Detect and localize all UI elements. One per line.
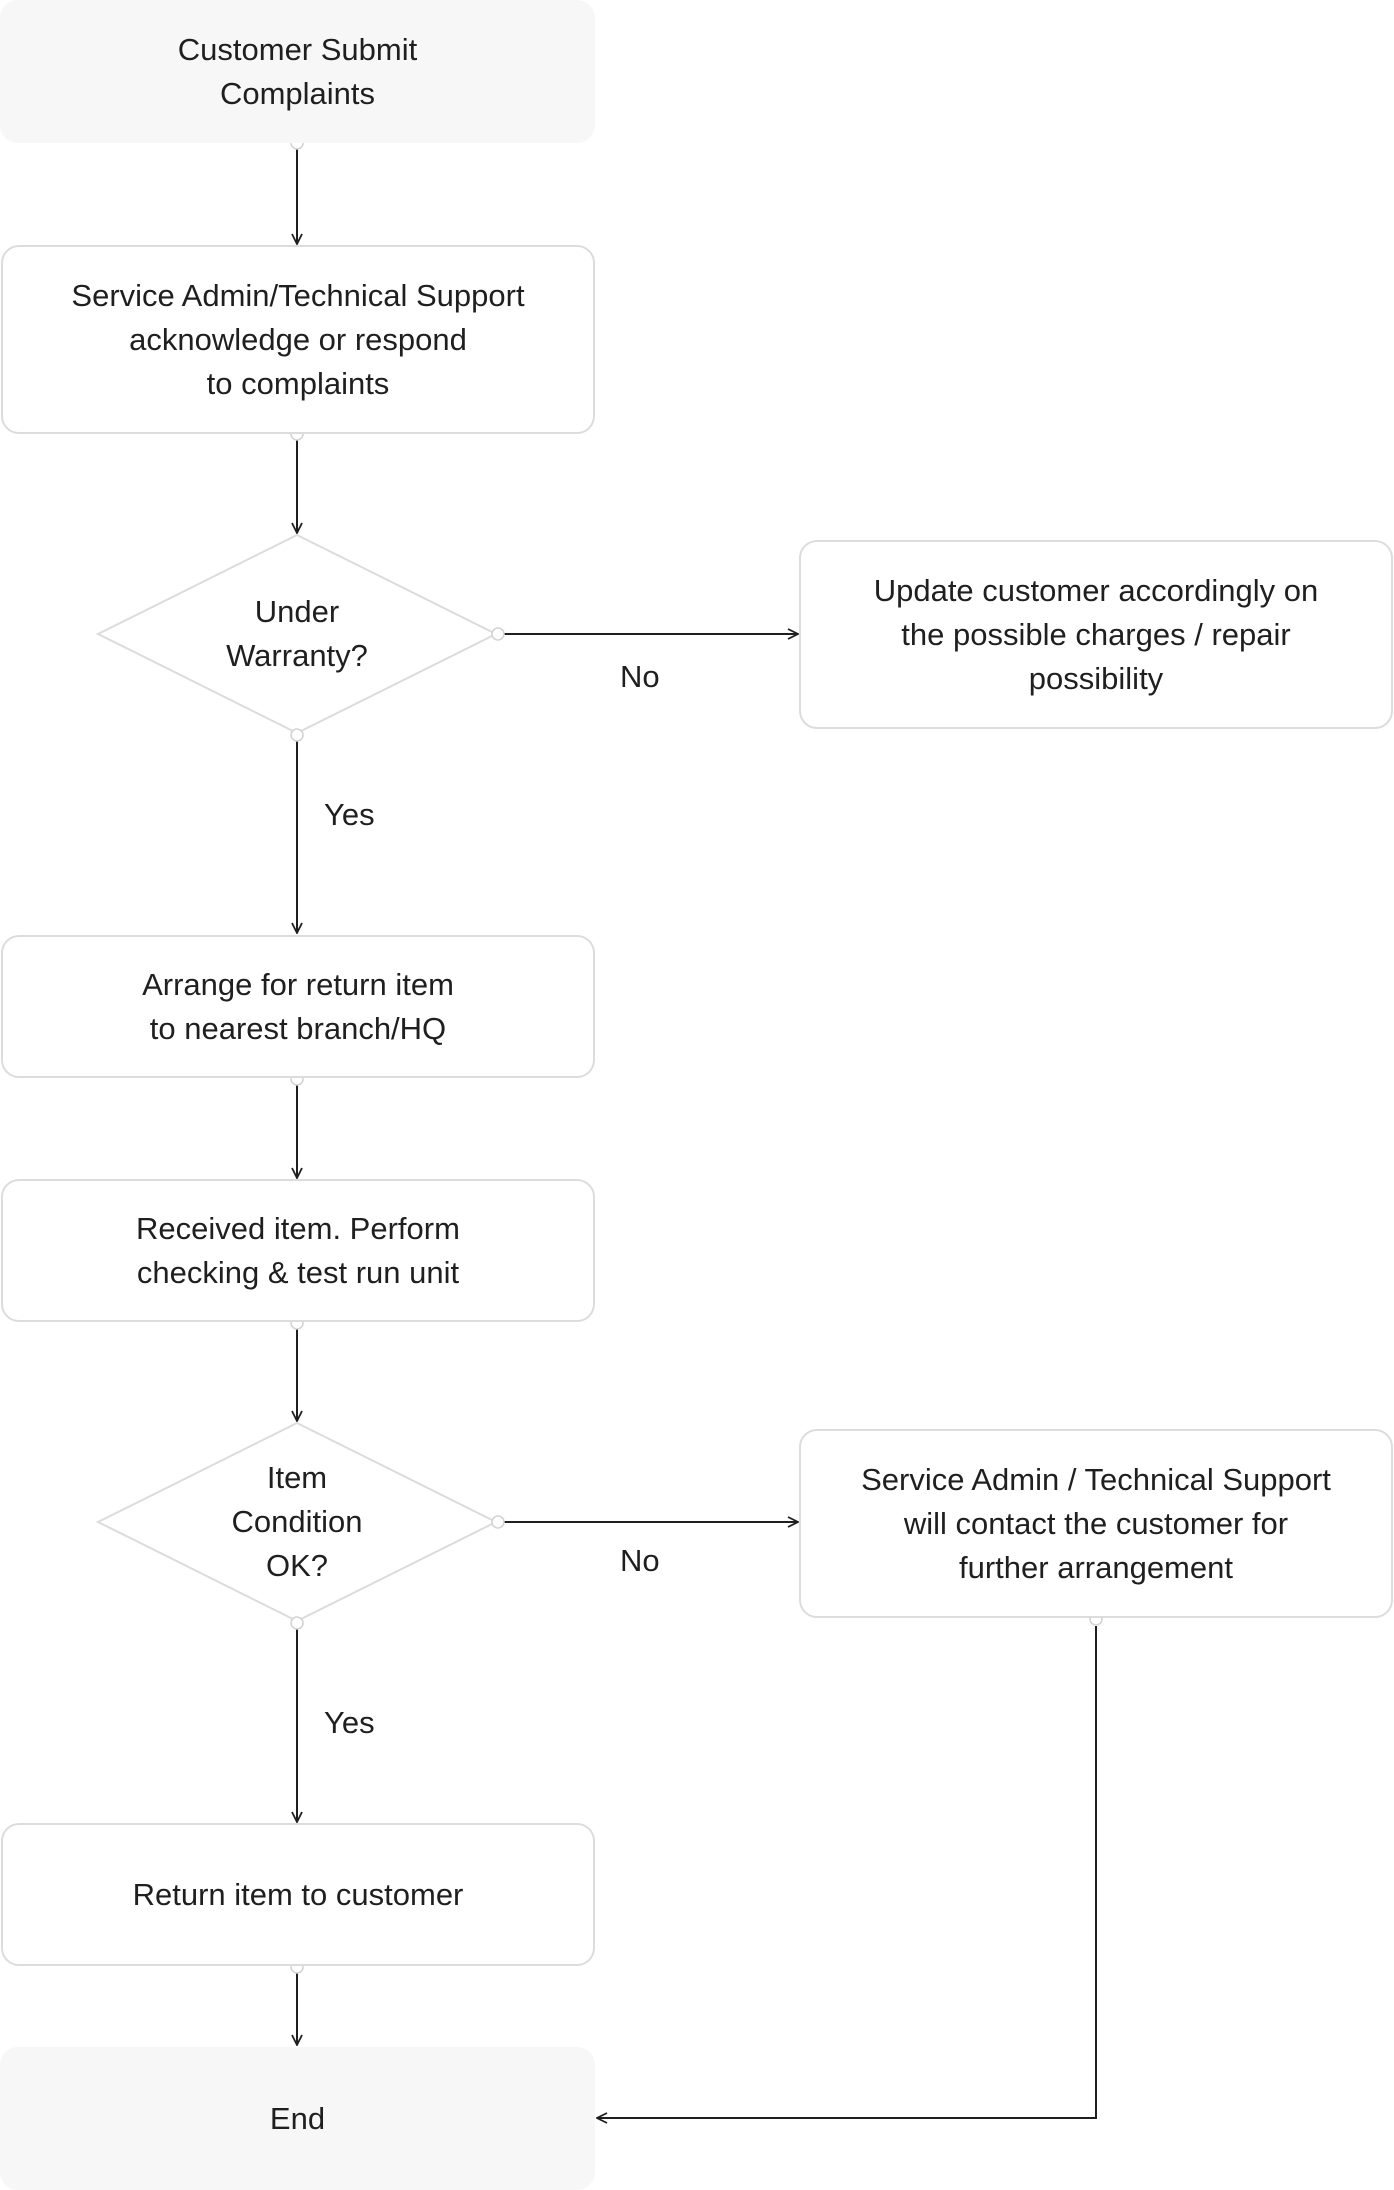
condition-yes-label: Yes — [324, 1705, 375, 1740]
warranty-no-label: No — [620, 659, 660, 694]
update-customer-node[interactable]: Update customer accordingly on the possi… — [799, 540, 1393, 729]
warranty-decision-label: Under Warranty? — [226, 594, 368, 673]
received-item-node[interactable]: Received item. Perform checking & test r… — [1, 1179, 595, 1322]
return-item-node[interactable]: Return item to customer — [1, 1823, 595, 1966]
acknowledge-node-label: Service Admin/Technical Support acknowle… — [71, 277, 525, 401]
start-node-label: Customer Submit Complaints — [177, 31, 418, 111]
acknowledge-node[interactable]: Service Admin/Technical Support acknowle… — [1, 245, 595, 434]
condition-decision-label-box[interactable]: Item Condition OK? — [147, 1455, 447, 1589]
arrange-return-node-label: Arrange for return item to nearest branc… — [142, 966, 454, 1046]
return-item-node-label: Return item to customer — [132, 1876, 464, 1912]
end-node[interactable]: End — [0, 2047, 595, 2190]
contact-customer-node-label: Service Admin / Technical Support will c… — [861, 1461, 1331, 1585]
arrange-return-node[interactable]: Arrange for return item to nearest branc… — [1, 935, 595, 1078]
condition-decision-label: Item Condition OK? — [231, 1460, 363, 1583]
update-customer-node-label: Update customer accordingly on the possi… — [873, 572, 1319, 696]
port-dot — [491, 1515, 505, 1529]
end-node-label: End — [269, 2100, 326, 2136]
port-dot — [290, 1616, 304, 1630]
contact-customer-node[interactable]: Service Admin / Technical Support will c… — [799, 1429, 1393, 1618]
start-node[interactable]: Customer Submit Complaints — [0, 0, 595, 143]
warranty-yes-label: Yes — [324, 797, 375, 832]
port-dot — [491, 627, 505, 641]
edge-contact-to-end — [597, 1626, 1097, 2118]
warranty-decision-label-box[interactable]: Under Warranty? — [147, 584, 447, 684]
received-item-node-label: Received item. Perform checking & test r… — [136, 1210, 460, 1290]
port-dot — [290, 728, 304, 742]
condition-no-label: No — [620, 1543, 660, 1578]
